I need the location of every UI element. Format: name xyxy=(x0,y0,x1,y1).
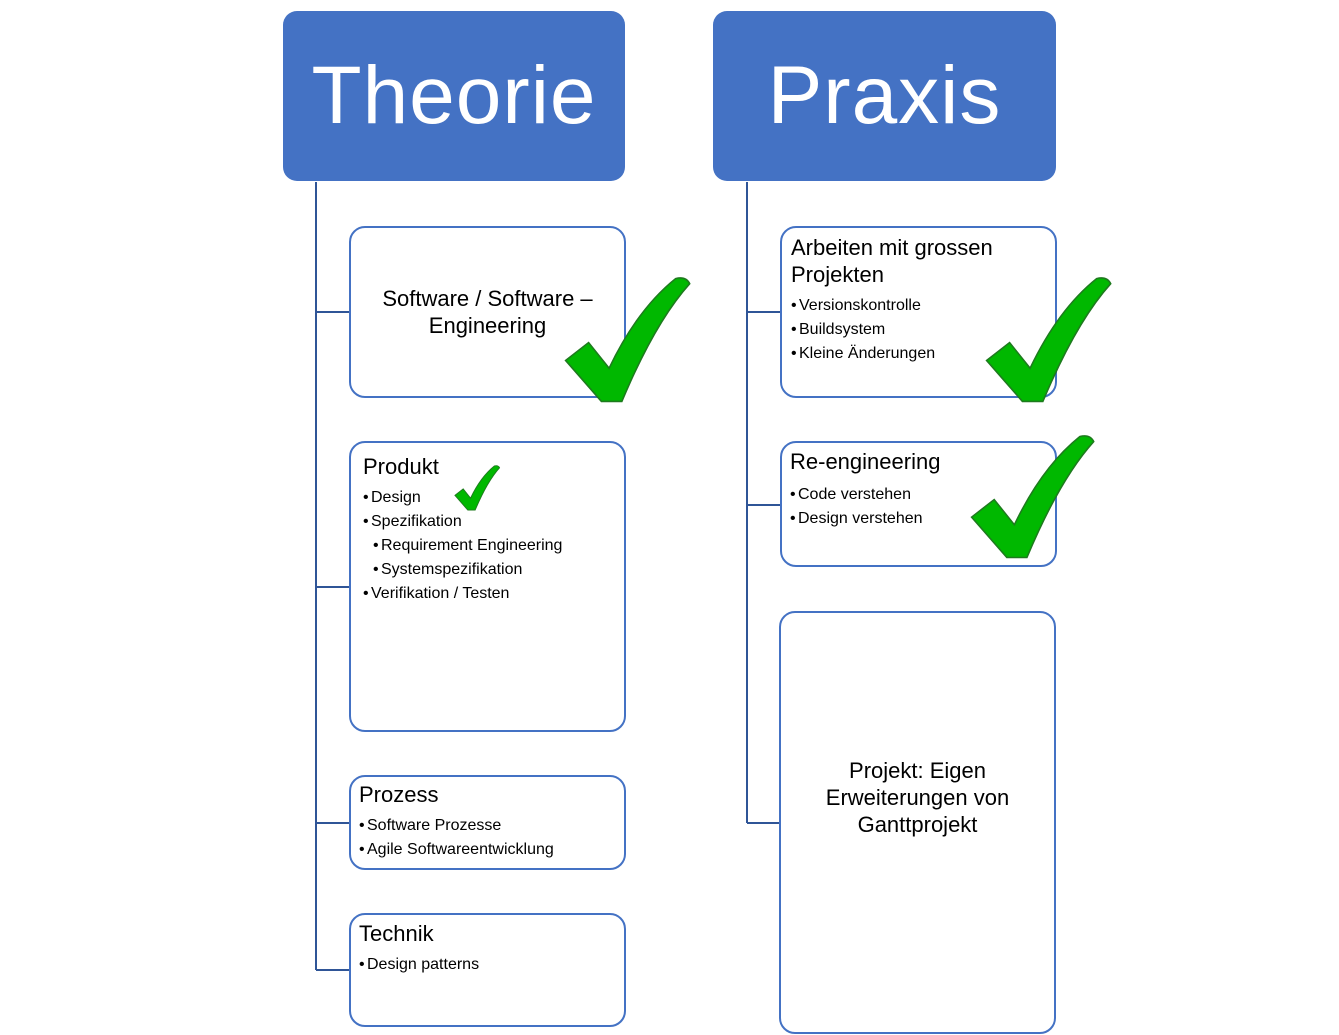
theorie-header: Theorie xyxy=(283,11,625,181)
ganttprojekt-title: Projekt: Eigen Erweiterungen von Ganttpr… xyxy=(825,758,1010,837)
prozess-list: •Software Prozesse •Agile Softwareentwic… xyxy=(359,814,624,862)
list-item: •Versionskontrolle xyxy=(791,297,921,314)
checkmark-icon xyxy=(970,435,1095,559)
list-item: •Buildsystem xyxy=(791,321,886,338)
list-item: •Design verstehen xyxy=(790,510,923,527)
produkt-list: •Design •Spezifikation •Requirement Engi… xyxy=(363,486,624,606)
prozess-title: Prozess xyxy=(359,782,439,807)
ganttprojekt-box: Projekt: Eigen Erweiterungen von Ganttpr… xyxy=(779,611,1056,1034)
praxis-header-label: Praxis xyxy=(767,50,1002,141)
technik-box: Technik •Design patterns xyxy=(349,913,626,1027)
list-item: •Systemspezifikation xyxy=(373,561,523,578)
reengineering-box: Re-engineering •Code verstehen •Design v… xyxy=(780,441,1057,567)
list-item: •Code verstehen xyxy=(790,486,911,503)
praxis-header: Praxis xyxy=(713,11,1056,181)
reengineering-title: Re-engineering xyxy=(790,449,941,474)
theorie-header-label: Theorie xyxy=(311,50,597,141)
list-item: •Spezifikation xyxy=(363,513,462,530)
grosse-projekte-list: •Versionskontrolle •Buildsystem •Kleine … xyxy=(791,294,1055,366)
technik-title: Technik xyxy=(359,921,434,946)
prozess-box: Prozess •Software Prozesse •Agile Softwa… xyxy=(349,775,626,870)
list-item: •Software Prozesse xyxy=(359,817,502,834)
produkt-box: Produkt •Design •Spezifikation •Requirem… xyxy=(349,441,626,732)
checkmark-icon xyxy=(985,277,1112,403)
checkmark-icon xyxy=(454,465,501,511)
list-item: •Agile Softwareentwicklung xyxy=(359,841,554,858)
list-item: •Kleine Änderungen xyxy=(791,345,936,362)
list-item: •Requirement Engineering xyxy=(373,537,563,554)
reengineering-list: •Code verstehen •Design verstehen xyxy=(790,483,1055,531)
list-item: •Verifikation / Testen xyxy=(363,585,510,602)
software-engineering-title: Software / Software – Engineering xyxy=(382,286,593,338)
grosse-projekte-title: Arbeiten mit grossen Projekten xyxy=(791,235,993,287)
list-item: •Design xyxy=(363,489,421,506)
produkt-title: Produkt xyxy=(363,454,439,479)
technik-list: •Design patterns xyxy=(359,953,624,977)
checkmark-icon xyxy=(564,277,691,403)
list-item: •Design patterns xyxy=(359,956,480,973)
